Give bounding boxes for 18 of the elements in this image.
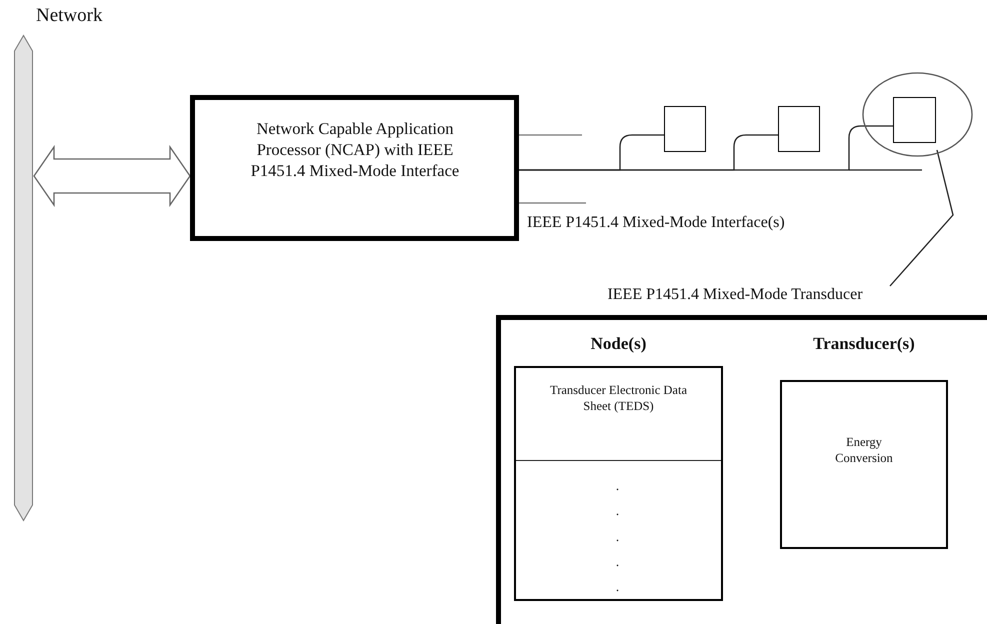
column-heading: Node(s) [590, 335, 648, 354]
interface-label: IEEE P1451.4 Mixed-Mode Interface(s) [527, 214, 785, 232]
transducer-label: IEEE P1451.4 Mixed-Mode Transducer [606, 286, 864, 304]
device-box [893, 97, 936, 143]
connector-line [519, 125, 893, 171]
network-label: Network [36, 6, 102, 27]
device-box [496, 315, 987, 624]
node-text: Energy Conversion [834, 435, 894, 466]
leader-line [890, 150, 954, 286]
double-arrow [33, 144, 191, 208]
device-box [778, 106, 820, 152]
process-box [190, 95, 519, 241]
vertical-ellipsis: . . . . . [615, 477, 620, 596]
device-box [664, 106, 706, 152]
highlight-ellipse [862, 72, 973, 157]
node-text: Network Capable Application Processor (NCAP) with IEEE P1451.4 Mixed-Mode Interface [250, 118, 460, 182]
column-heading: Transducer(s) [812, 335, 916, 354]
node-text: Transducer Electronic Data Sheet (TEDS) [549, 382, 688, 414]
